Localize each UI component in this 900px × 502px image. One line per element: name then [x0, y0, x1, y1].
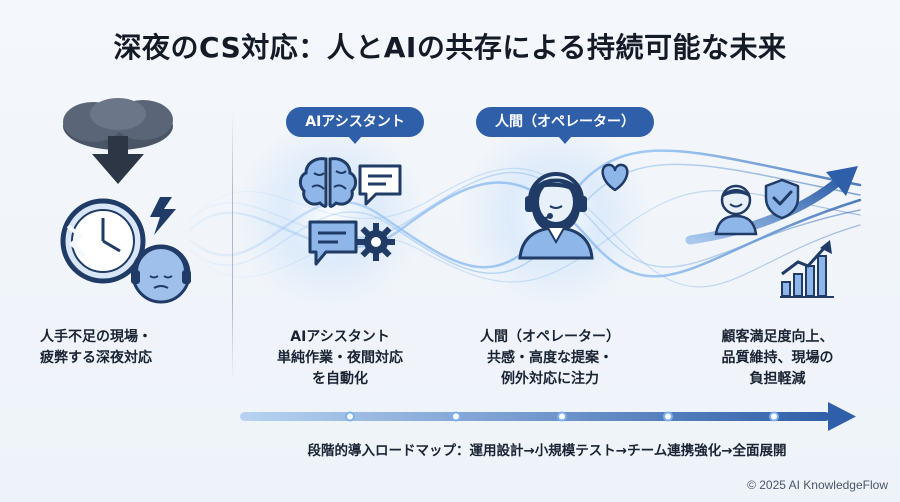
- tired-operator-icon: [131, 244, 191, 304]
- caption-line: を自動化: [312, 371, 368, 387]
- caption-line: 人間（オペレーター）: [480, 329, 620, 345]
- roadmap-milestone: [345, 411, 355, 422]
- ai-assistant-pill: AIアシスタント: [286, 107, 424, 144]
- roadmap-milestones: [345, 411, 779, 422]
- caption-line: 単純作業・夜間対応: [277, 350, 403, 366]
- roadmap-milestone: [451, 411, 461, 422]
- shield-check-icon: [764, 178, 800, 220]
- caption-line: AIアシスタント: [290, 329, 390, 345]
- operator-headset-icon: [518, 172, 594, 260]
- heart-icon: [601, 163, 629, 192]
- section-divider: [232, 112, 233, 382]
- stage-caption-human: 人間（オペレーター） 共感・高度な提案・ 例外対応に注力: [465, 327, 635, 390]
- caption-line: 負担軽減: [749, 371, 806, 387]
- growth-chart-icon: [780, 240, 834, 298]
- broken-clock-icon: [60, 198, 146, 284]
- roadmap-milestone: [557, 411, 567, 422]
- brain-icon: [298, 157, 358, 208]
- page-title: 深夜のCS対応：人とAIの共存による持続可能な未来: [113, 31, 787, 64]
- caption-line: 品質維持、現場の: [721, 350, 834, 366]
- caption-line: 共感・高度な提案・: [487, 350, 613, 366]
- roadmap-arrow: [240, 412, 830, 421]
- roadmap-milestone: [663, 411, 673, 422]
- stage-caption-understaffed: 人手不足の現場・ 疲弊する深夜対応: [40, 327, 220, 369]
- storm-cloud-icon: [63, 98, 173, 184]
- stage-caption-outcome: 顧客満足度向上、 品質維持、現場の 負担軽減: [690, 327, 865, 390]
- stage-caption-ai: AIアシスタント 単純作業・夜間対応 を自動化: [255, 327, 425, 390]
- chat-bubble-icon: [308, 220, 358, 266]
- roadmap-milestone: [769, 411, 779, 422]
- caption-line: 顧客満足度向上、: [721, 329, 834, 345]
- chat-bubble-icon: [358, 164, 402, 206]
- caption-line: 例外対応に注力: [501, 371, 599, 387]
- customer-icon: [714, 184, 758, 236]
- gear-icon: [357, 223, 395, 261]
- lightning-icon: [150, 197, 176, 235]
- caption-line: 疲弊する深夜対応: [40, 350, 152, 366]
- caption-line: 人手不足の現場・: [40, 329, 152, 345]
- human-operator-pill: 人間（オペレーター）: [476, 107, 654, 144]
- roadmap-label: 段階的導入ロードマップ：運用設計→小規模テスト→チーム連携強化→全面展開: [307, 443, 787, 459]
- copyright: © 2025 AI KnowledgeFlow: [747, 478, 888, 492]
